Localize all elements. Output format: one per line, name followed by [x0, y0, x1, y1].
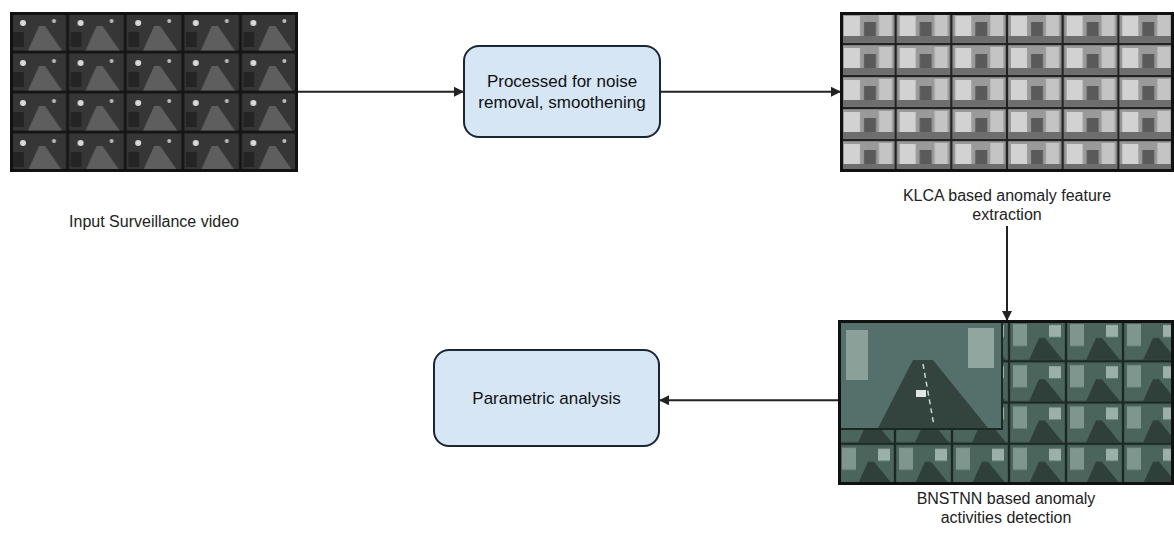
- video-panel: KLCA based anomaly feature extraction: [840, 12, 1174, 224]
- feature-mosaic: [840, 12, 1174, 172]
- box-label: Parametric analysis: [472, 388, 620, 409]
- box-label: Processed for noise removal, smoothening: [477, 71, 647, 113]
- surveillance-mosaic: [10, 12, 298, 172]
- panel-caption: BNSTNN based anomaly activities detectio…: [886, 489, 1126, 527]
- video-panel: BNSTNN based anomaly activities detectio…: [838, 320, 1174, 527]
- flow-arrow: [661, 91, 840, 93]
- detection-mosaic: [838, 320, 1174, 485]
- flow-arrow: [1006, 226, 1008, 320]
- panel-caption: Input Surveillance video: [14, 212, 294, 231]
- flow-arrow: [660, 399, 838, 401]
- flow-arrow: [298, 91, 463, 93]
- panel-caption: KLCA based anomaly feature extraction: [872, 186, 1142, 224]
- process-box: Parametric analysis: [433, 349, 660, 447]
- video-panel: Input Surveillance video: [10, 12, 298, 231]
- process-box: Processed for noise removal, smoothening: [463, 45, 661, 138]
